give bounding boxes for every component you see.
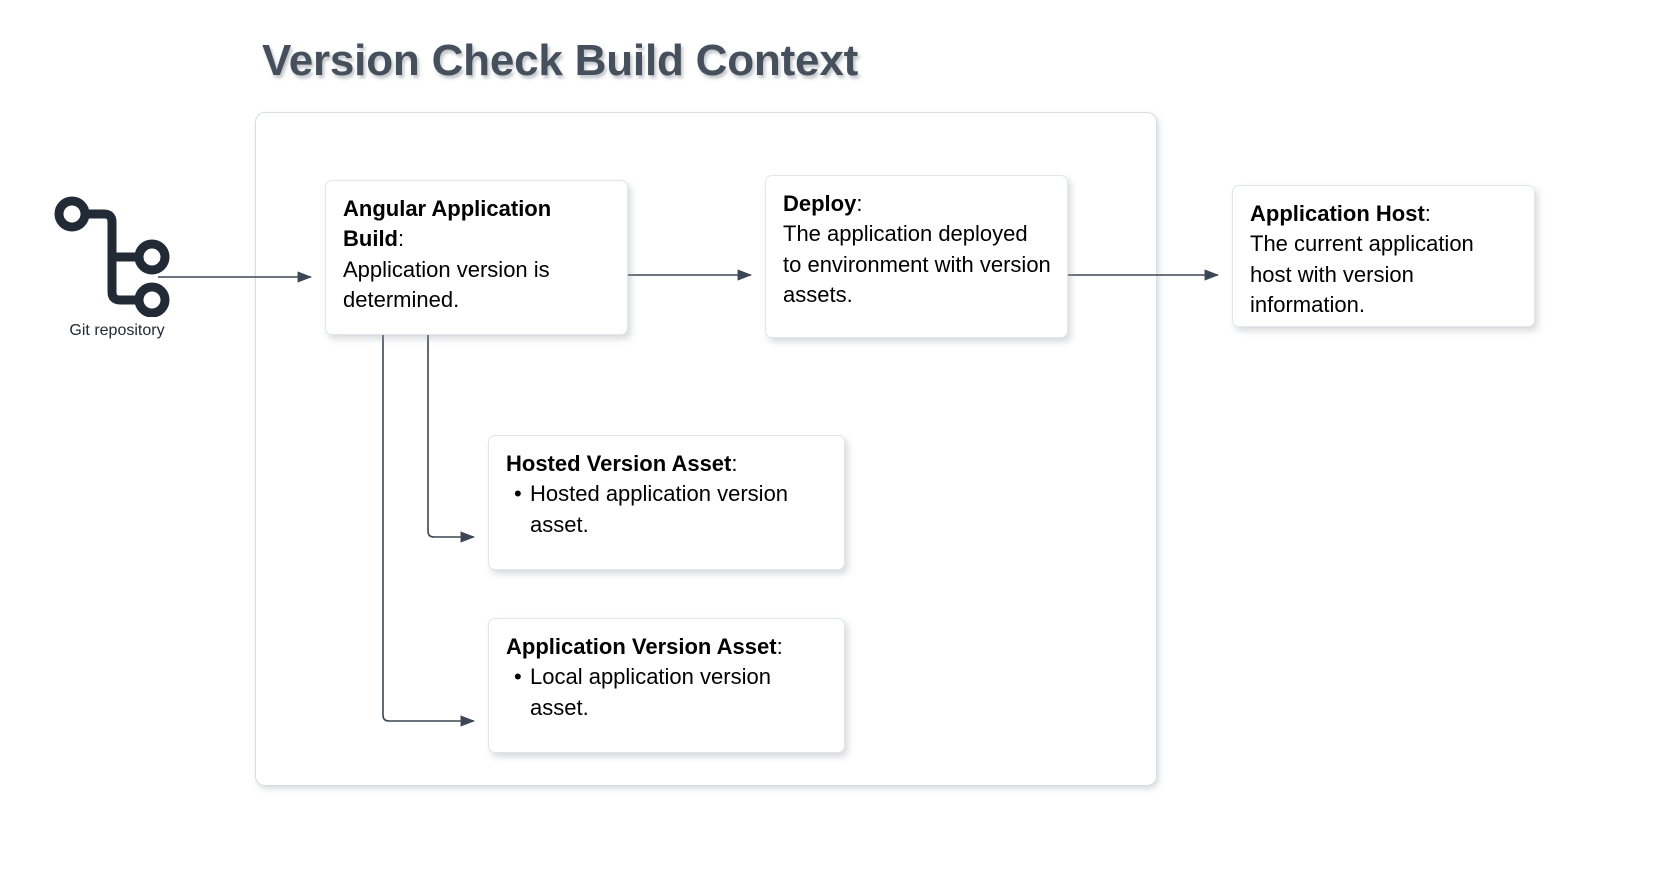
card-application-version-asset[interactable]: Application Version Asset: Local applica… [488,618,845,753]
list-item: Hosted application version asset. [514,479,828,540]
card-title: Angular Application Build: [343,196,551,251]
card-title-text: Deploy [783,191,857,216]
card-title-text: Angular Application Build [343,196,552,252]
card-title: Application Host: [1250,201,1431,226]
page-title: Version Check Build Context [262,36,859,85]
card-title-colon: : [1424,201,1431,226]
card-body: The application deployed to environment … [783,221,1051,308]
card-title: Deploy: [783,191,862,216]
card-body: The current application host with versio… [1250,231,1474,318]
card-bullet-list: Local application version asset. [506,662,828,723]
card-title-colon: : [856,191,863,216]
card-title: Hosted Version Asset: [506,451,738,476]
card-title-text: Hosted Version Asset [506,451,732,476]
card-title-colon: : [398,226,405,252]
git-repository-label: Git repository [69,322,165,339]
card-title-text: Application Host [1250,201,1425,226]
card-title: Application Version Asset: [506,634,783,659]
git-repository-node: Git repository [42,192,192,340]
card-deploy[interactable]: Deploy: The application deployed to envi… [765,175,1068,338]
list-item: Local application version asset. [514,662,828,723]
card-body: Application version is determined. [343,256,550,313]
card-title-text: Application Version Asset [506,634,777,659]
card-title-colon: : [776,634,783,659]
card-hosted-version-asset[interactable]: Hosted Version Asset: Hosted application… [488,435,845,570]
git-branch-icon [54,196,170,317]
card-bullet-list: Hosted application version asset. [506,479,828,540]
card-application-host[interactable]: Application Host: The current applicatio… [1232,185,1535,327]
card-title-colon: : [731,451,738,476]
card-angular-application-build[interactable]: Angular Application Build: Application v… [325,180,628,335]
